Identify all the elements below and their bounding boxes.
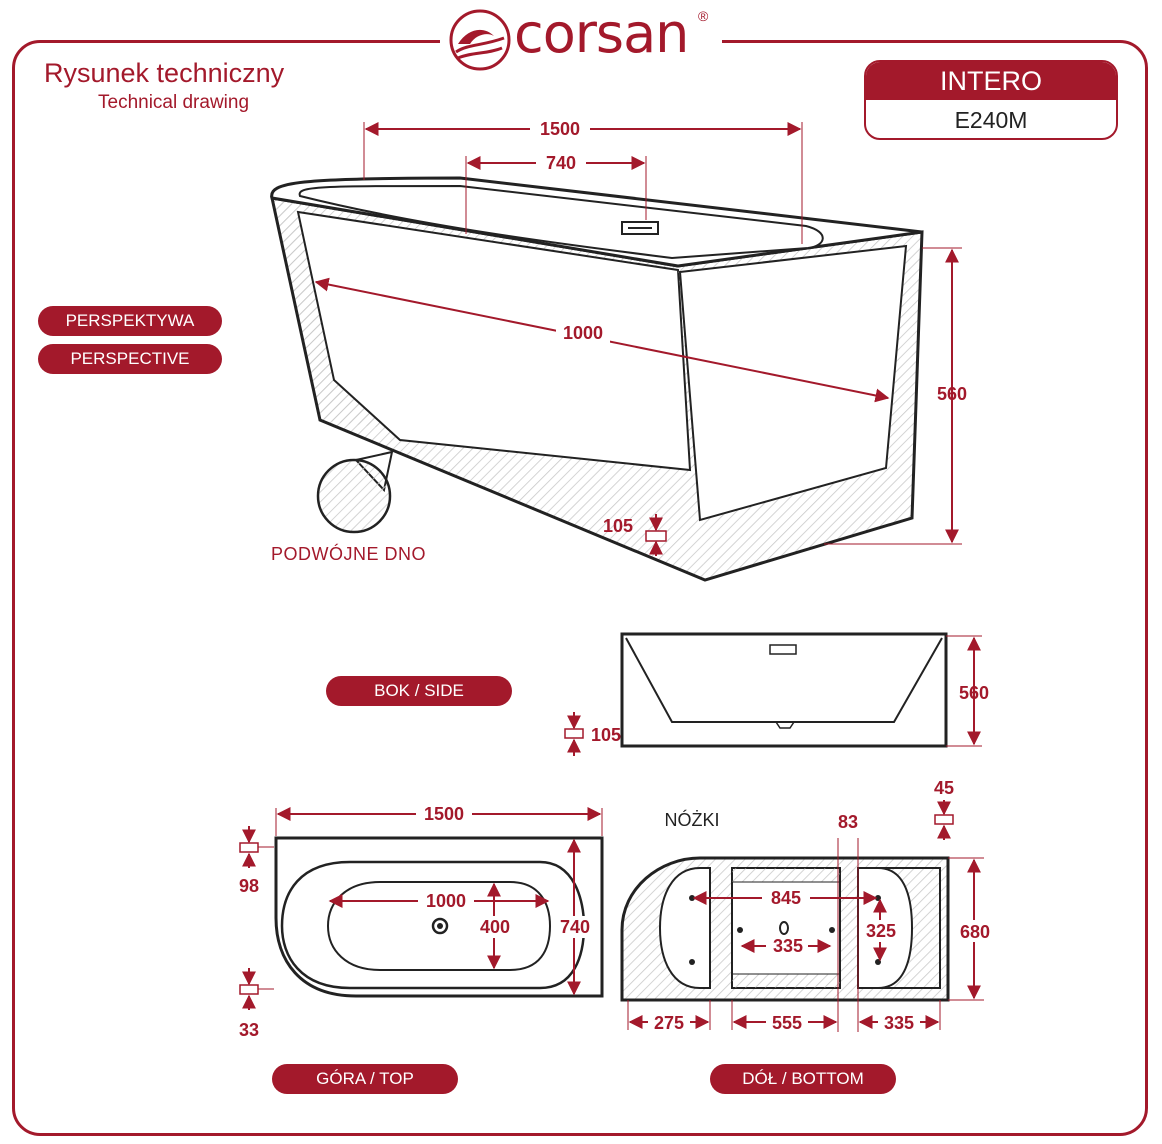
view-label-bottom: DÓŁ / BOTTOM — [710, 1064, 896, 1094]
dim-persp-height: 560 — [937, 384, 967, 404]
double-bottom-circle — [316, 458, 392, 534]
tub-basin-opening — [298, 184, 824, 260]
bottom-drain-icon — [779, 921, 789, 935]
dim-top-inner-length: 1000 — [426, 891, 466, 911]
side-inner-profile — [625, 637, 943, 723]
bottom-view: NÓŻKI 83 45 845 335 325 680 275 555 — [620, 778, 996, 1033]
dim-top-rim-bottom: 33 — [239, 1020, 259, 1040]
dim-persp-width: 740 — [546, 153, 576, 173]
dim-bottom-foot-offset: 45 — [934, 778, 954, 798]
side-overflow-icon — [769, 644, 797, 655]
dim-persp-base: 105 — [603, 516, 633, 536]
dim-bottom-feet-span: 845 — [771, 888, 801, 908]
dim-bottom-width: 680 — [960, 922, 990, 942]
foot-point-icon — [737, 927, 743, 933]
model-code: E240M — [954, 107, 1028, 133]
view-label-perspective-en: PERSPECTIVE — [38, 344, 222, 374]
dim-top-width: 740 — [560, 917, 590, 937]
dim-side-height: 560 — [959, 683, 989, 703]
dim-side-base: 105 — [591, 725, 621, 745]
brand-name: corsan — [514, 2, 689, 65]
perspective-view: 1500 740 1000 560 105 — [270, 118, 967, 582]
foot-point-icon — [689, 959, 695, 965]
model-name: INTERO — [866, 62, 1116, 100]
dim-bottom-seg-middle: 555 — [772, 1013, 802, 1033]
dim-persp-length: 1500 — [540, 119, 580, 139]
dim-top-rim-top: 98 — [239, 876, 259, 896]
dim-bottom-inner-span: 335 — [773, 936, 803, 956]
side-view: 560 105 — [564, 632, 989, 756]
dim-bottom-spacing: 83 — [838, 812, 858, 832]
dim-persp-inner: 1000 — [563, 323, 603, 343]
view-label-perspective-pl: PERSPEKTYWA — [38, 306, 222, 336]
dim-bottom-feet-depth: 325 — [866, 921, 896, 941]
dim-top-length: 1500 — [424, 804, 464, 824]
corsan-wave-icon — [449, 9, 511, 71]
registered-mark: ® — [698, 8, 709, 24]
feet-label: NÓŻKI — [664, 809, 719, 830]
dim-top-inner-width: 400 — [480, 917, 510, 937]
view-label-top: GÓRA / TOP — [272, 1064, 458, 1094]
foot-point-icon — [829, 927, 835, 933]
page-title-pl: Rysunek techniczny — [44, 58, 285, 88]
model-badge: INTERO E240M — [864, 60, 1118, 140]
page-title-en: Technical drawing — [98, 92, 250, 113]
double-bottom-label: PODWÓJNE DNO — [271, 544, 427, 564]
view-label-side: BOK / SIDE — [326, 676, 512, 706]
dim-bottom-seg-left: 275 — [654, 1013, 684, 1033]
top-view: 1500 1000 400 740 98 33 — [239, 803, 604, 1040]
dim-bottom-seg-right: 335 — [884, 1013, 914, 1033]
